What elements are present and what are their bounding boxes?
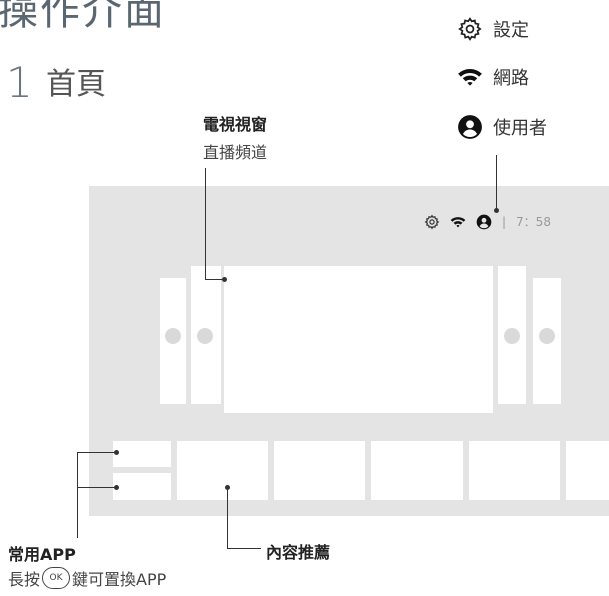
user-leader-dot (494, 208, 499, 213)
user-icon[interactable] (476, 214, 492, 230)
frequent-apps-leader-dot (114, 450, 119, 455)
gear-icon (458, 17, 482, 41)
tv-window-leader-line (205, 168, 206, 280)
frequent-apps-leader-dot (114, 485, 119, 490)
frequent-apps-desc-after: 鍵可置換APP (72, 570, 167, 589)
tv-home-screen (89, 186, 609, 516)
side-card-indicator (539, 328, 555, 344)
recommended-content-card[interactable] (177, 441, 268, 500)
side-card-indicator (504, 328, 520, 344)
tv-window-desc: 直播頻道 (203, 143, 268, 162)
recommended-leader-line (227, 548, 261, 549)
tv-window-leader-line (205, 279, 225, 280)
frequent-apps-title: 常用APP (8, 545, 76, 564)
frequent-apps-leader-line (77, 487, 117, 488)
wifi-icon[interactable] (450, 214, 466, 230)
recommended-content-card[interactable] (469, 441, 560, 500)
frequent-app-slot[interactable] (113, 473, 171, 500)
tv-window-title: 電視視窗 (203, 115, 268, 134)
legend-settings-label: 設定 (493, 20, 529, 41)
clock-time: 7：58 (516, 215, 551, 229)
legend-network: 網路 (457, 64, 529, 90)
legend-network-label: 網路 (493, 68, 529, 89)
user-icon (458, 115, 482, 139)
recommended-leader-line (227, 487, 228, 549)
side-card-indicator (197, 328, 213, 344)
frequent-apps-leader-line (77, 452, 117, 453)
legend-user-label: 使用者 (493, 118, 547, 139)
recommended-content-card[interactable] (274, 441, 365, 500)
tv-window-leader-dot (222, 277, 227, 282)
tv-window[interactable] (224, 266, 493, 413)
legend-user: 使用者 (457, 114, 547, 140)
frequent-apps-desc: 長按 OK 鍵可置換APP (8, 566, 166, 590)
recommended-content-card[interactable] (371, 441, 463, 500)
frequent-apps-leader-line (77, 452, 78, 538)
frequent-apps-desc-before: 長按 (8, 570, 41, 589)
section-number: 1 (6, 58, 33, 107)
recommended-leader-dot (225, 485, 230, 490)
recommended-content-card[interactable] (566, 441, 609, 500)
recommended-title: 內容推薦 (266, 543, 331, 562)
wifi-icon (458, 69, 482, 86)
page-heading: 操作介面 (0, 0, 166, 34)
ok-key-icon: OK (42, 567, 71, 589)
user-leader-line (496, 155, 497, 212)
legend-settings: 設定 (457, 16, 529, 42)
status-separator: | (502, 214, 507, 229)
status-bar: | 7：58 (424, 213, 551, 230)
frequent-app-slot[interactable] (113, 441, 171, 467)
section-title: 首頁 (46, 67, 106, 102)
gear-icon[interactable] (424, 214, 440, 230)
side-card-indicator (165, 328, 181, 344)
